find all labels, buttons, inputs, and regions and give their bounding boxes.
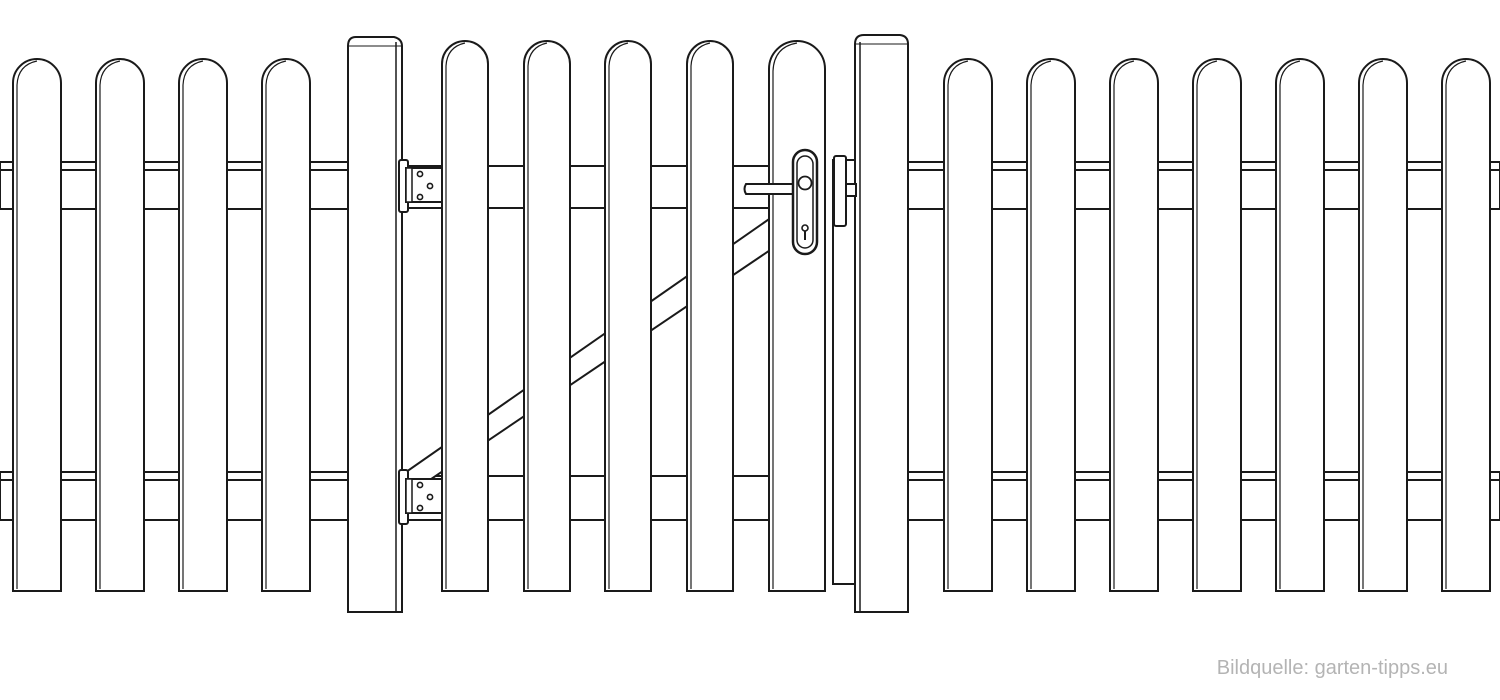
source-credit: Bildquelle: garten-tipps.eu [1216, 657, 1448, 679]
picket [1026, 58, 1076, 592]
picket [1109, 58, 1159, 592]
keyhole-icon [801, 224, 809, 240]
hinge-icon [398, 469, 443, 525]
picket [943, 58, 993, 592]
picket [95, 58, 145, 592]
picket [768, 40, 826, 592]
latch-icon [833, 155, 857, 227]
picket [12, 58, 62, 592]
picket [261, 58, 311, 592]
picket [1441, 58, 1491, 592]
picket [441, 40, 489, 592]
fence-pickets-left [12, 58, 311, 592]
picket [1192, 58, 1242, 592]
door-handle-icon [743, 148, 819, 256]
picket [604, 40, 652, 592]
hinge-post [347, 36, 403, 613]
picket [178, 58, 228, 592]
picket [1275, 58, 1325, 592]
picket [523, 40, 571, 592]
picket [686, 40, 734, 592]
picket [1358, 58, 1408, 592]
fence-pickets-right [943, 58, 1491, 592]
hinge-icon [398, 159, 443, 213]
latch-post [854, 34, 909, 613]
